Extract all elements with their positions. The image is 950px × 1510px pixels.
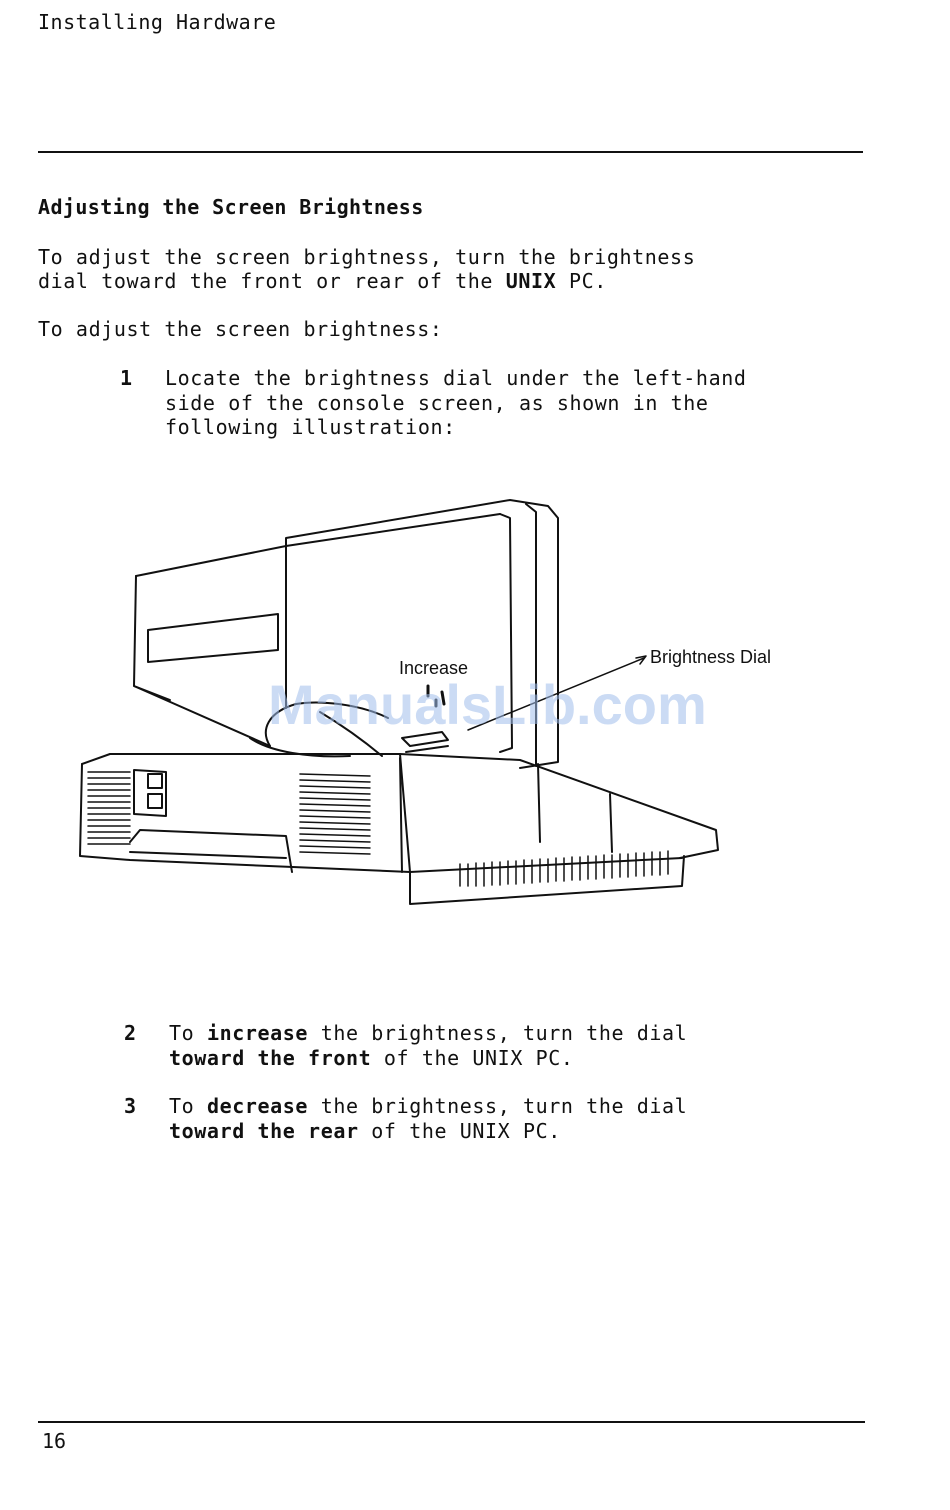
step-text: To increase the brightness, turn the dia… — [169, 1021, 687, 1070]
intro-line-2a: dial toward the front or rear of the — [38, 269, 506, 293]
label-increase: Increase — [399, 658, 468, 678]
step-2: 2 To increase the brightness, turn the d… — [124, 1021, 687, 1095]
step-text: Locate the brightness dial under the lef… — [165, 366, 747, 440]
step-3-toward-rear: toward the rear — [169, 1118, 359, 1143]
intro-line-1: To adjust the screen brightness, turn th… — [38, 245, 696, 269]
step-3-line-2b: of the UNIX PC. — [358, 1118, 561, 1143]
step-2-line-1c: the brightness, turn the dial — [308, 1021, 688, 1045]
step-text: To decrease the brightness, turn the dia… — [169, 1094, 687, 1143]
section-title: Adjusting the Screen Brightness — [38, 195, 424, 219]
intro-line-2-unix: UNIX — [505, 269, 557, 293]
step-2-toward-front: toward the front — [169, 1045, 372, 1070]
step-number: 3 — [124, 1094, 137, 1118]
intro-line-2c: PC. — [556, 269, 607, 293]
header-rule — [38, 151, 863, 153]
step-1-line-2: side of the console screen, as shown in … — [165, 390, 709, 415]
unix-pc-illustration: Increase Brightness Dial — [79, 499, 771, 905]
running-header: Installing Hardware — [38, 10, 277, 34]
footer-rule — [38, 1421, 865, 1423]
step-2-increase: increase — [206, 1021, 309, 1045]
step-2-line-2b: of the UNIX PC. — [371, 1045, 574, 1070]
intro-paragraph: To adjust the screen brightness, turn th… — [38, 245, 695, 293]
page-number: 16 — [42, 1429, 67, 1453]
step-1: 1 Locate the brightness dial under the l… — [120, 366, 746, 440]
label-brightness-dial: Brightness Dial — [650, 647, 771, 667]
step-3-decrease: decrease — [206, 1094, 309, 1118]
step-number: 2 — [124, 1021, 137, 1045]
lead-paragraph: To adjust the screen brightness: — [38, 317, 443, 341]
step-3-line-1c: the brightness, turn the dial — [308, 1094, 688, 1118]
step-number: 1 — [120, 366, 133, 390]
step-1-line-3: following illustration: — [165, 415, 456, 439]
step-1-line-1: Locate the brightness dial under the lef… — [165, 366, 747, 390]
watermark: ManualsLib.com — [268, 673, 707, 736]
step-3: 3 To decrease the brightness, turn the d… — [124, 1094, 687, 1168]
step-3-line-1a: To — [169, 1094, 207, 1118]
step-2-line-1a: To — [169, 1021, 207, 1045]
